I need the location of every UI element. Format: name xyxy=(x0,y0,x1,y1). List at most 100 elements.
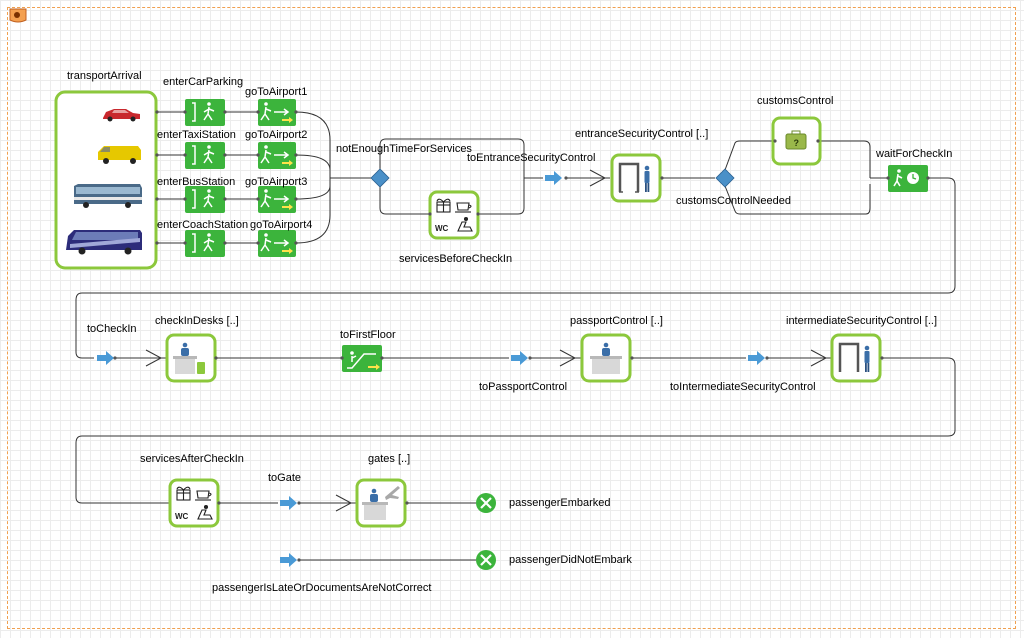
label-to-passport-control: toPassportControl xyxy=(479,381,568,393)
metal-detector-icon xyxy=(838,342,860,372)
label-to-entrance-security-control: toEntranceSecurityControl xyxy=(467,152,596,164)
metal-detector-icon xyxy=(618,162,640,193)
enter-block-4[interactable] xyxy=(185,230,225,257)
person-icon xyxy=(181,342,189,356)
goto-arrow-icon xyxy=(282,117,293,123)
walk-icon xyxy=(192,233,215,253)
services-after-check-in-block[interactable]: WC xyxy=(168,478,220,528)
to-intermediate-security-control-arrow-icon[interactable] xyxy=(748,351,765,365)
to-entrance-security-control-arrow-icon[interactable] xyxy=(545,171,562,185)
label-enter-car-parking: enterCarParking xyxy=(163,76,244,88)
goto-arrow-icon xyxy=(282,248,293,254)
label-passport-control: passportControl [..] xyxy=(570,315,663,327)
label-passenger-embarked: passengerEmbarked xyxy=(509,497,611,509)
walk-icon xyxy=(192,102,215,122)
label-enter-coach-station: enterCoachStation xyxy=(157,219,249,231)
intermediate-security-control-block[interactable] xyxy=(830,333,882,383)
wait-for-check-in-block[interactable] xyxy=(888,165,928,192)
airplane-icon xyxy=(385,486,400,500)
gift-icon xyxy=(176,486,191,501)
walk-icon xyxy=(192,145,215,165)
late-passenger-arrow-icon[interactable] xyxy=(280,553,297,567)
wc-icon: WC xyxy=(175,512,189,521)
transport-arrival-block[interactable] xyxy=(54,90,158,270)
services-before-check-in-block[interactable]: WC xyxy=(428,190,480,240)
seat-icon xyxy=(197,504,213,520)
to-passport-control-arrow-icon[interactable] xyxy=(511,351,528,365)
coach-icon xyxy=(66,230,142,255)
select-diamond-icon[interactable] xyxy=(370,168,390,188)
go-to-airport-block-1[interactable] xyxy=(258,99,296,126)
coffee-icon xyxy=(455,202,472,213)
go-to-airport-block-3[interactable] xyxy=(258,186,296,213)
goto-arrow-icon xyxy=(368,364,380,370)
label-services-before-check-in: servicesBeforeCheckIn xyxy=(399,253,513,265)
label-enter-taxi-station: enterTaxiStation xyxy=(157,129,236,141)
label-to-check-in: toCheckIn xyxy=(87,323,137,335)
connector-lines xyxy=(75,111,956,561)
label-passenger-did-not-embark: passengerDidNotEmbark xyxy=(509,554,632,566)
label-not-enough-time-for-services: notEnoughTimeForServices xyxy=(336,143,472,155)
port-dots xyxy=(113,110,930,562)
walk-icon xyxy=(260,145,290,164)
label-entrance-security-control: entranceSecurityControl [..] xyxy=(575,128,709,140)
bus-icon xyxy=(74,184,142,208)
go-to-airport-block-2[interactable] xyxy=(258,142,296,169)
person-icon xyxy=(864,345,870,372)
gift-icon xyxy=(436,198,451,213)
label-go-to-airport-4: goToAirport4 xyxy=(250,219,313,231)
passenger-did-not-embark-sink-icon[interactable] xyxy=(476,550,496,570)
passenger-embarked-sink-icon[interactable] xyxy=(476,493,496,513)
label-enter-bus-station: enterBusStation xyxy=(157,176,236,188)
person-icon xyxy=(644,165,650,192)
to-check-in-arrow-icon[interactable] xyxy=(97,351,114,365)
person-icon xyxy=(602,342,610,356)
person-icon xyxy=(370,488,378,502)
desk-icon xyxy=(362,502,388,520)
label-intermediate-security-control: intermediateSecurityControl [..] xyxy=(786,315,938,327)
label-to-gate: toGate xyxy=(268,472,302,484)
label-wait-for-check-in: waitForCheckIn xyxy=(876,148,953,160)
enter-block-3[interactable] xyxy=(185,186,225,213)
coffee-icon xyxy=(195,490,212,501)
logo-icon xyxy=(9,8,27,23)
canvas-frame-border xyxy=(7,7,1016,629)
desk-icon xyxy=(590,356,622,374)
label-customs-control: customsControl xyxy=(757,95,834,107)
label-check-in-desks: checkInDesks [..] xyxy=(155,315,239,327)
label-go-to-airport-3: goToAirport3 xyxy=(245,176,308,188)
to-first-floor-block[interactable] xyxy=(342,345,382,372)
taxi-van-icon xyxy=(98,146,141,164)
customs-select-diamond-icon[interactable] xyxy=(715,168,735,188)
label-services-after-check-in: servicesAfterCheckIn xyxy=(140,453,244,465)
passport-control-block[interactable] xyxy=(580,333,632,383)
walk-icon xyxy=(260,233,290,252)
enter-block-1[interactable] xyxy=(185,99,225,126)
walk-icon xyxy=(260,102,290,121)
walk-icon xyxy=(192,189,215,209)
label-go-to-airport-2: goToAirport2 xyxy=(245,129,308,141)
customs-control-block[interactable]: ? xyxy=(771,116,822,166)
goto-arrow-icon xyxy=(282,160,293,166)
gates-block[interactable] xyxy=(355,478,407,528)
walk-icon xyxy=(260,189,290,208)
label-transport-arrival: transportArrival xyxy=(67,70,142,82)
go-to-airport-block-4[interactable] xyxy=(258,230,296,257)
clock-icon xyxy=(907,172,919,184)
label-to-intermediate-security-control: toIntermediateSecurityControl xyxy=(670,381,816,393)
desk-icon xyxy=(173,356,205,374)
label-passenger-is-late-or-documents-are-not-correct: passengerIsLateOrDocumentsAreNotCorrect xyxy=(212,582,432,594)
label-go-to-airport-1: goToAirport1 xyxy=(245,86,308,98)
enter-block-2[interactable] xyxy=(185,142,225,169)
label-to-first-floor: toFirstFloor xyxy=(340,329,396,341)
label-customs-control-needed: customsControlNeeded xyxy=(676,195,791,207)
seat-icon xyxy=(457,216,473,232)
entrance-security-control-block[interactable] xyxy=(610,153,662,203)
entry-chevrons xyxy=(145,169,828,512)
label-gates: gates [..] xyxy=(368,453,411,465)
check-in-desks-block[interactable] xyxy=(165,333,217,383)
to-gate-arrow-icon[interactable] xyxy=(280,496,297,510)
wc-icon: WC xyxy=(435,224,449,233)
